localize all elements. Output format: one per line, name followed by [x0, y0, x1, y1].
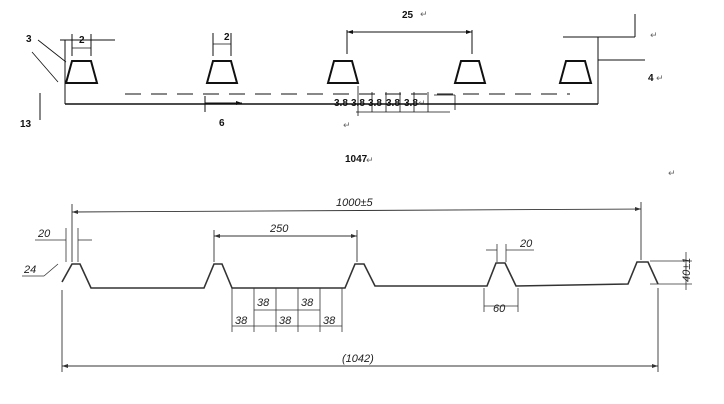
label-depth-3: 3 [26, 34, 32, 45]
top-rib-1 [64, 60, 99, 84]
label-width-1047: 1047 [345, 154, 368, 165]
label-angle-24: 24 [23, 264, 36, 276]
label-spacing-6: 6 [219, 118, 225, 129]
top-rib-5 [558, 60, 593, 84]
label-right-20: 20 [519, 238, 533, 250]
label-rib38-low-1: 38 [235, 315, 248, 327]
label-rib-3: 3.8 [368, 98, 382, 109]
label-height-40: 40±1 [681, 258, 693, 282]
return-mark-7: ↵ [418, 99, 426, 109]
label-rib-4: 3.8 [386, 98, 400, 109]
top-rib-3 [326, 60, 360, 84]
top-rib-4 [453, 60, 487, 84]
top-profile-drawing [31, 14, 645, 120]
label-right-4: 4 [648, 73, 654, 84]
label-rib-2: 3.8 [351, 98, 365, 109]
label-width-2a: 2 [79, 35, 85, 46]
return-mark-1: ↵ [420, 10, 428, 20]
label-width-2b: 2 [224, 32, 230, 43]
label-overall: (1042) [342, 353, 374, 365]
label-valley-60: 60 [493, 303, 506, 315]
label-pitch-250: 250 [269, 223, 289, 235]
return-mark-4: ↵ [343, 121, 351, 131]
label-pitch-25: 25 [402, 10, 414, 21]
label-rib-1: 3.8 [334, 98, 348, 109]
label-rib38-low-3: 38 [323, 315, 336, 327]
label-height-13: 13 [20, 119, 32, 130]
label-rib38-high-1: 38 [257, 297, 270, 309]
return-mark-5: ↵ [366, 156, 374, 166]
bottom-profile-line [61, 261, 659, 289]
label-rib38-low-2: 38 [279, 315, 292, 327]
top-rib-2 [205, 60, 239, 84]
label-rib-5: 3.8 [404, 98, 418, 109]
label-edge-20: 20 [37, 228, 51, 240]
return-mark-3: ↵ [656, 74, 664, 84]
label-rib38-high-2: 38 [301, 297, 314, 309]
label-top-width: 1000±5 [336, 197, 374, 209]
bottom-profile-drawing [22, 202, 692, 372]
return-mark-2: ↵ [650, 31, 658, 41]
return-mark-6: ↵ [668, 169, 676, 179]
